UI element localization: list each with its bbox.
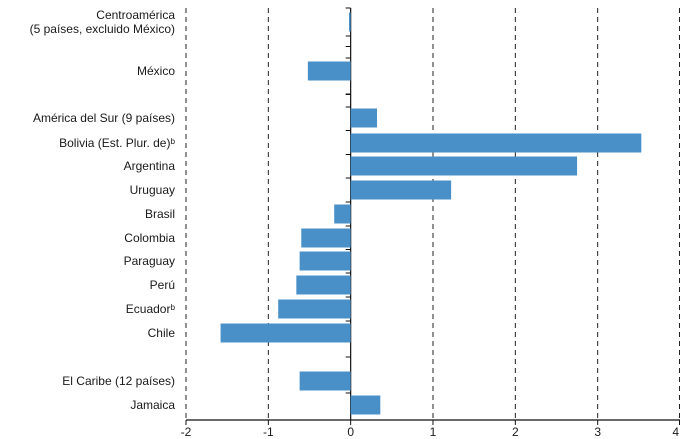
category-label: El Caribe (12 países) (62, 374, 175, 388)
category-label: Uruguay (130, 183, 175, 197)
x-tick-label: 1 (430, 425, 437, 439)
category-label: Ecuadorᵇ (126, 302, 176, 316)
category-label: Chile (148, 326, 176, 340)
bar (350, 133, 642, 153)
bar (299, 251, 351, 271)
x-tick-label: -1 (263, 425, 274, 439)
x-tick-label: 4 (672, 425, 679, 439)
bar (349, 12, 351, 32)
bar (334, 204, 351, 224)
bar (296, 275, 351, 295)
bar (301, 228, 351, 248)
bar (307, 61, 351, 81)
category-label: Brasil (145, 207, 175, 221)
category-label: Argentina (124, 159, 176, 173)
x-tick-label: 3 (594, 425, 601, 439)
category-label: Bolivia (Est. Plur. de)ᵇ (59, 136, 175, 150)
bar (299, 371, 351, 391)
x-tick-label: 0 (347, 425, 354, 439)
category-labels: Centroamérica(5 países, excluido México)… (30, 8, 176, 412)
bar (220, 323, 351, 343)
bar (350, 395, 381, 415)
category-label: América del Sur (9 países) (33, 111, 175, 125)
category-label: Colombia (124, 231, 175, 245)
category-label: Perú (150, 278, 175, 292)
category-label: Paraguay (124, 254, 175, 268)
bar (350, 156, 578, 176)
grid-lines (185, 8, 680, 420)
bar (278, 299, 351, 319)
bar (350, 180, 452, 200)
x-tick-label: -2 (181, 425, 192, 439)
category-label: Jamaica (130, 398, 175, 412)
category-label: (5 países, excluido México) (30, 22, 175, 36)
category-label: Centroamérica (96, 8, 175, 22)
x-tick-label: 2 (512, 425, 519, 439)
bars (220, 12, 642, 415)
x-tick-labels: -2 -1 0 1 2 3 4 (181, 425, 680, 439)
category-label: México (137, 64, 175, 78)
bar (350, 108, 378, 128)
